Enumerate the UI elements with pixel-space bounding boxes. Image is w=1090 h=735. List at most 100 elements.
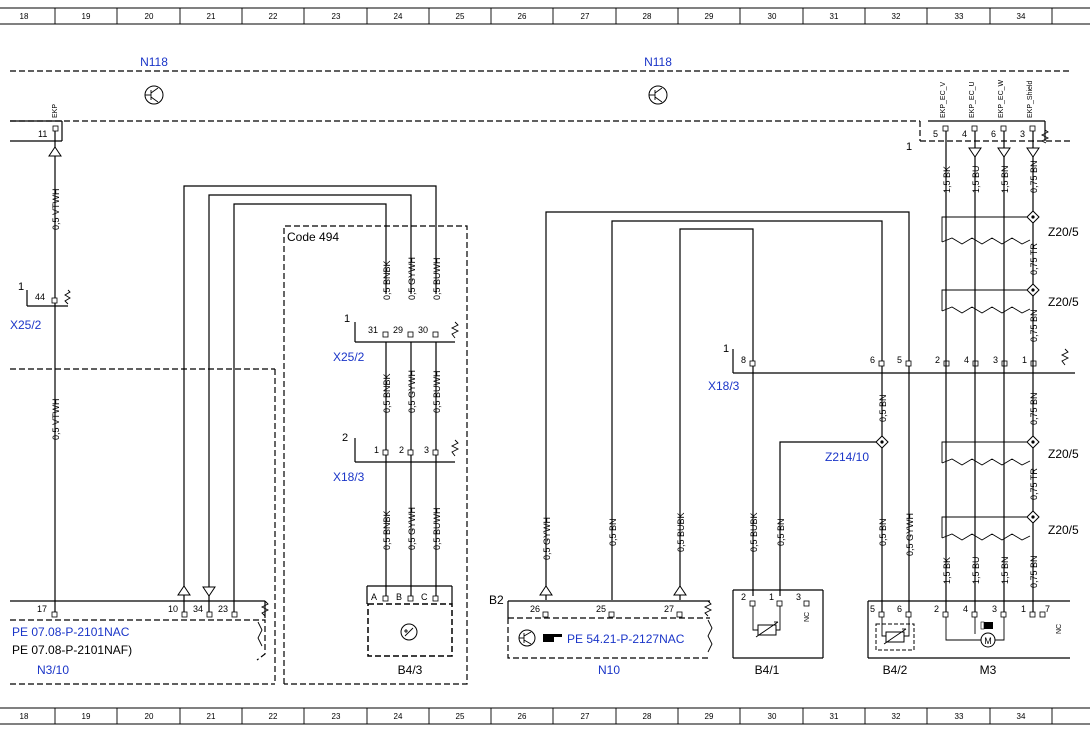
component-b4-3 bbox=[366, 585, 453, 657]
grid-number: 23 bbox=[332, 712, 341, 721]
n118-label-left: N118 bbox=[140, 55, 168, 69]
grid-number: 20 bbox=[145, 12, 154, 21]
connector-pin: 2 bbox=[399, 445, 404, 455]
connector-num: 1 bbox=[723, 343, 729, 355]
grid-number: 25 bbox=[456, 12, 465, 21]
wire-label: 0,5 BN bbox=[776, 518, 786, 546]
grid-number: 32 bbox=[892, 712, 901, 721]
wire-label: 0,75 BN bbox=[1029, 160, 1039, 193]
pressure-sensor-icon bbox=[400, 623, 418, 641]
component-label: B4/3 bbox=[398, 663, 423, 677]
component-pin: 4 bbox=[963, 604, 968, 614]
wire-label: 0,5 BN bbox=[878, 394, 888, 422]
code-494-box bbox=[283, 225, 468, 685]
wire-label: 0,5 VTWH bbox=[51, 398, 61, 440]
wire-bundle-n10 bbox=[545, 211, 910, 600]
transistor-icon bbox=[648, 85, 668, 105]
grid-number: 21 bbox=[207, 712, 216, 721]
temperature-sensor-icon bbox=[755, 621, 779, 638]
grid-number: 30 bbox=[768, 712, 777, 721]
pin-6: 6 bbox=[991, 129, 996, 139]
grid-number: 22 bbox=[269, 12, 278, 21]
grid-number: 26 bbox=[518, 12, 527, 21]
connector-pin: 6 bbox=[870, 355, 875, 365]
connector-pin: 44 bbox=[35, 292, 45, 302]
component-b4-1 bbox=[732, 589, 824, 659]
grid-number: 31 bbox=[830, 12, 839, 21]
wire-label: 0,5 BNBK bbox=[382, 260, 392, 300]
connector-label: X18/3 bbox=[333, 470, 365, 484]
n118-pin-num: 1 bbox=[906, 141, 912, 153]
wire-label: 0,5 GYWH bbox=[542, 517, 552, 560]
component-pin: 1 bbox=[769, 592, 774, 602]
grid-number: 26 bbox=[518, 712, 527, 721]
connector-pin: 1 bbox=[374, 445, 379, 455]
svg-text:M: M bbox=[984, 636, 992, 646]
connector-pin: 29 bbox=[393, 325, 403, 335]
n3-10-pin: 23 bbox=[218, 604, 228, 614]
n3-10-pin: 17 bbox=[37, 604, 47, 614]
pin-signal-ekp-shield: EKP_Shield bbox=[1027, 81, 1034, 118]
component-pin: B bbox=[396, 592, 402, 602]
transistor-icon bbox=[518, 629, 536, 647]
n3-10-reference-text: PE 07.08-P-2101NAF) bbox=[12, 643, 132, 657]
wire-label: 0,5 BNBK bbox=[382, 510, 392, 550]
not-connected-label: NC bbox=[1056, 624, 1063, 634]
connector-pin: 1 bbox=[1022, 355, 1027, 365]
component-label: N10 bbox=[598, 663, 620, 677]
component-pin: 5 bbox=[870, 604, 875, 614]
grid-number: 22 bbox=[269, 712, 278, 721]
wire-label: 1,5 BU bbox=[971, 556, 981, 584]
n3-10-pin: 34 bbox=[193, 604, 203, 614]
grid-number: 25 bbox=[456, 712, 465, 721]
connector-num: 2 bbox=[342, 432, 348, 444]
wire-label: 0,75 BN bbox=[1029, 309, 1039, 342]
grid-number: 24 bbox=[394, 712, 403, 721]
wire-label: 0,5 BUBK bbox=[749, 512, 759, 552]
component-pin: 26 bbox=[530, 604, 540, 614]
pin-signal-ekp-ec-u: EKP_EC_U bbox=[969, 81, 976, 118]
wire-label: 0,75 TR bbox=[1029, 468, 1039, 500]
connector-num: 1 bbox=[18, 281, 24, 293]
grid-number: 18 bbox=[20, 712, 29, 721]
grid-number: 23 bbox=[332, 12, 341, 21]
n118-label-right: N118 bbox=[644, 55, 672, 69]
grid-number: 20 bbox=[145, 712, 154, 721]
grid-number: 27 bbox=[581, 12, 590, 21]
grid-number: 29 bbox=[705, 712, 714, 721]
grid-number: 19 bbox=[82, 12, 91, 21]
grid-number: 21 bbox=[207, 12, 216, 21]
component-pin: 1 bbox=[1021, 604, 1026, 614]
connector-pin: 4 bbox=[964, 355, 969, 365]
splice-label: Z20/5 bbox=[1048, 295, 1079, 309]
wire-label: 0,75 BN bbox=[1029, 392, 1039, 425]
grid-number: 19 bbox=[82, 712, 91, 721]
connector-pin: 5 bbox=[897, 355, 902, 365]
connector-pin: 3 bbox=[424, 445, 429, 455]
grid-number: 27 bbox=[581, 712, 590, 721]
component-n10 bbox=[507, 600, 713, 659]
wire-label: 0,75 BN bbox=[1029, 555, 1039, 588]
fuel-level-sensor-icon bbox=[883, 628, 907, 645]
grid-number: 33 bbox=[955, 712, 964, 721]
n10-reference-link[interactable]: PE 54.21-P-2127NAC bbox=[567, 632, 685, 646]
connector-pin: 30 bbox=[418, 325, 428, 335]
component-label: B4/1 bbox=[755, 663, 780, 677]
n3-10-module bbox=[10, 368, 276, 685]
wire-label: 1,5 BK bbox=[942, 166, 952, 193]
component-pin: 6 bbox=[897, 604, 902, 614]
n3-10-pin: 10 bbox=[168, 604, 178, 614]
wire-label: 1,5 BU bbox=[971, 165, 981, 193]
n3-10-reference-link[interactable]: PE 07.08-P-2101NAC bbox=[12, 625, 130, 639]
transistor-icon bbox=[144, 85, 164, 105]
pin-4: 4 bbox=[962, 129, 967, 139]
connector-pin: 31 bbox=[368, 325, 378, 335]
component-pin: 3 bbox=[796, 592, 801, 602]
component-label: B2 bbox=[489, 593, 504, 607]
pin-signal-ekp: EKP bbox=[52, 104, 59, 118]
pin-signal-ekp-ec-w: EKP_EC_W bbox=[998, 79, 1005, 118]
grid-number: 34 bbox=[1017, 712, 1026, 721]
grid-number: 30 bbox=[768, 12, 777, 21]
wire-label: 0,5 GYWH bbox=[407, 257, 417, 300]
